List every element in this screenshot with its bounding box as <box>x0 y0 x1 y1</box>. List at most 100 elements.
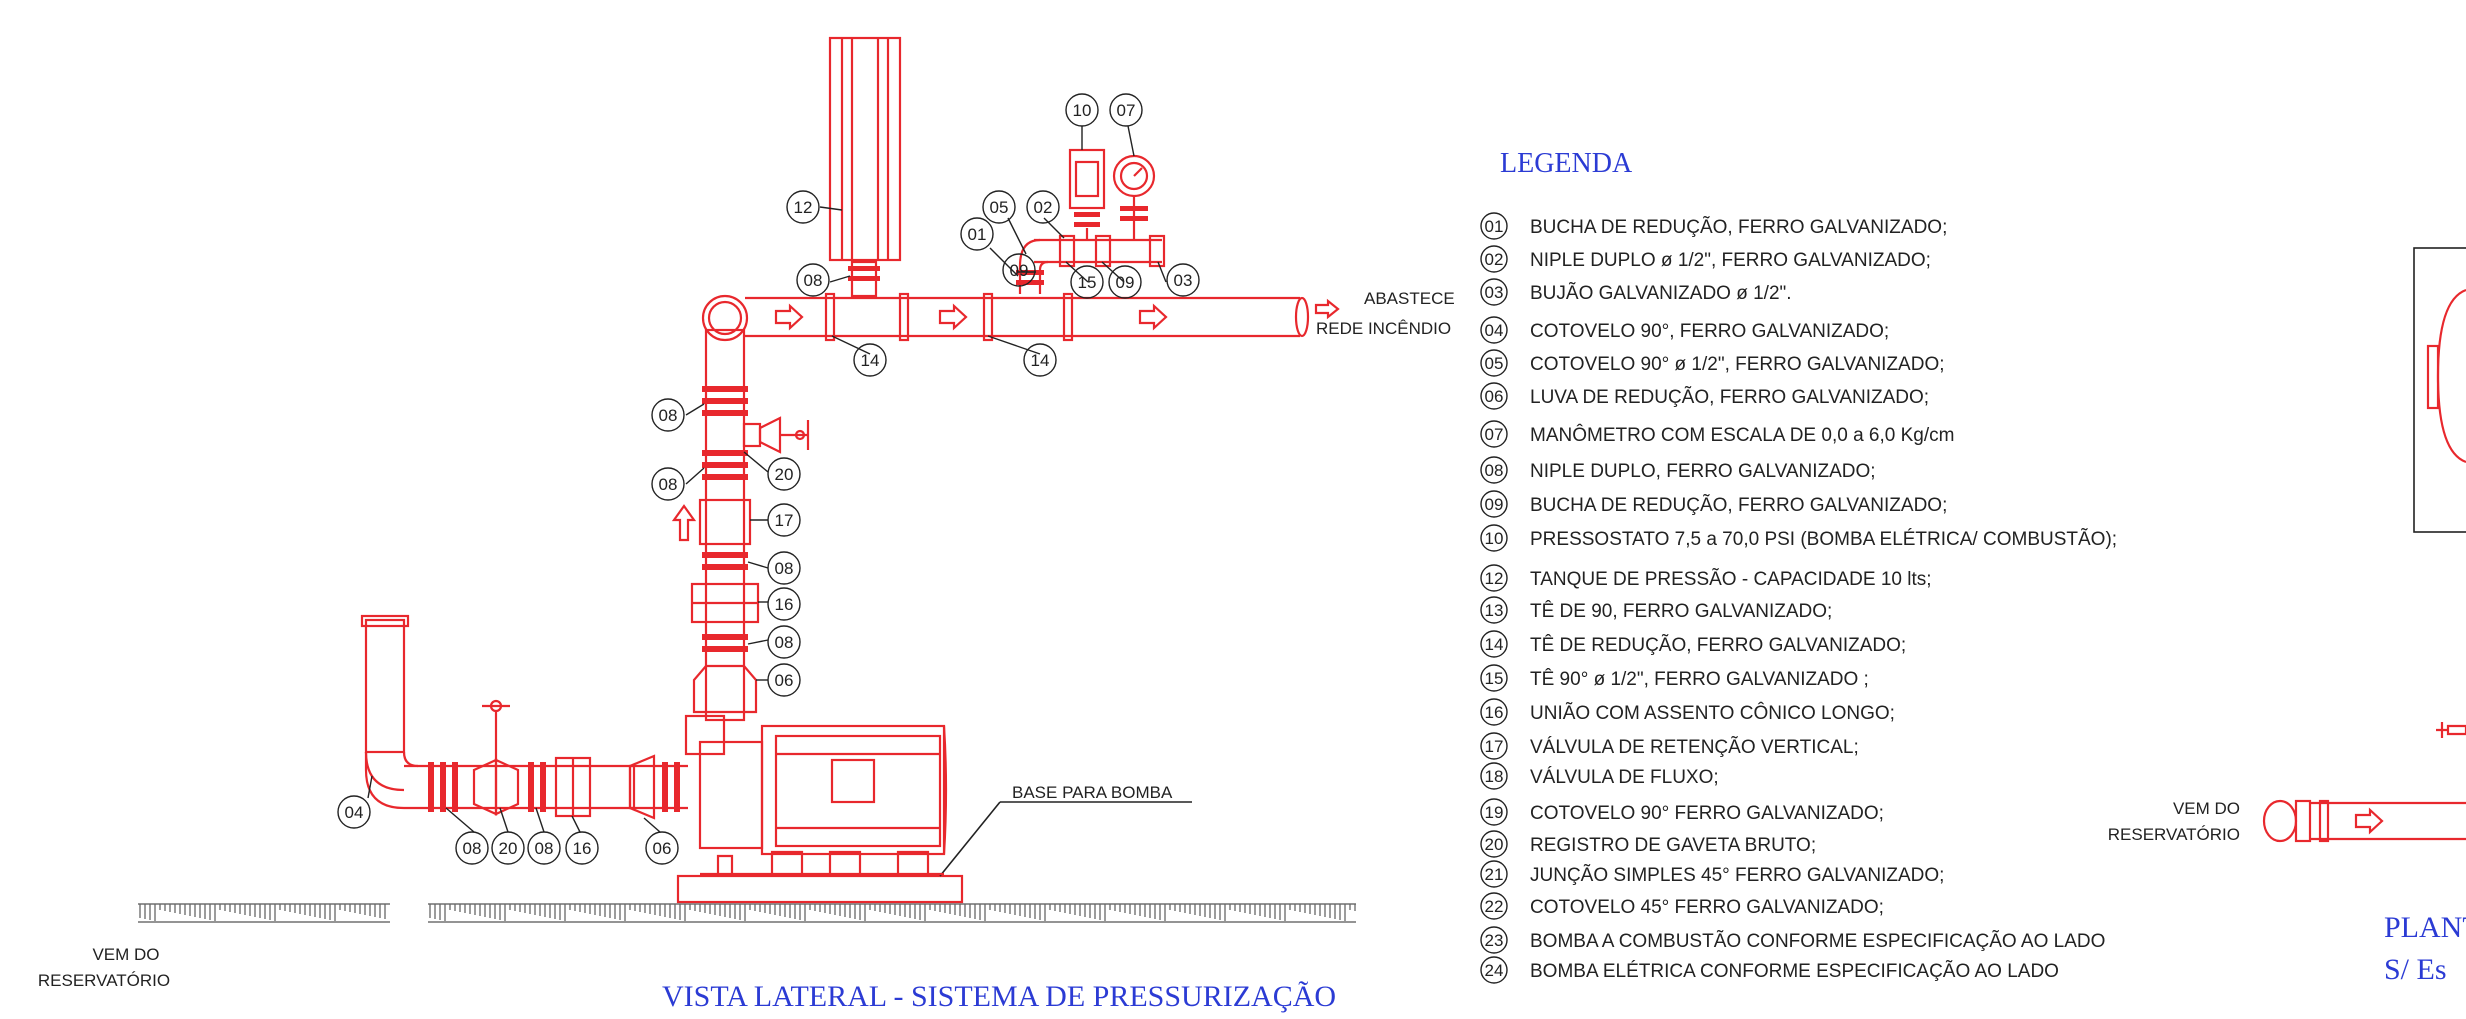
legend-item: 16 UNIÃO COM ASSENTO CÔNICO LONGO; <box>1480 698 1895 726</box>
rede-incendio-label: REDE INCÊNDIO <box>1316 319 1451 338</box>
legend-item-text: COTOVELO 45° FERRO GALVANIZADO; <box>1530 897 1884 918</box>
bubble-08: 08 <box>659 406 678 425</box>
legend-item-text: UNIÃO COM ASSENTO CÔNICO LONGO; <box>1530 702 1895 724</box>
bubble-12: 12 <box>794 198 813 217</box>
plan-reservoir-label-2: RESERVATÓRIO <box>2108 825 2240 844</box>
legend-item-number: 22 <box>1485 897 1504 916</box>
legend-item: 24 BOMBA ELÉTRICA CONFORME ESPECIFICAÇÃO … <box>1480 956 2059 984</box>
legend-item: 06 LUVA DE REDUÇÃO, FERRO GALVANIZADO; <box>1480 382 1929 410</box>
legend-item-number: 24 <box>1485 961 1504 980</box>
legend-item-bubble <box>1480 630 1508 658</box>
bubble-20: 20 <box>499 839 518 858</box>
plan-view <box>2262 247 2466 843</box>
callout-bubbles <box>337 93 1200 865</box>
legend-item-number: 17 <box>1485 737 1504 756</box>
legend-item-text: JUNÇÃO SIMPLES 45° FERRO GALVANIZADO; <box>1530 864 1944 886</box>
pump-base <box>676 801 1192 904</box>
abastece-label: ABASTECE <box>1364 289 1455 308</box>
legend-item-bubble <box>1480 860 1508 888</box>
legend-item-text: NIPLE DUPLO ø 1/2", FERRO GALVANIZADO; <box>1530 250 1931 271</box>
legend-item-number: 04 <box>1485 321 1504 340</box>
legend-item-text: NIPLE DUPLO, FERRO GALVANIZADO; <box>1530 461 1876 482</box>
legend-item-text: TÊ DE REDUÇÃO, FERRO GALVANIZADO; <box>1530 634 1906 656</box>
legend-item: 13 TÊ DE 90, FERRO GALVANIZADO; <box>1480 596 1832 624</box>
legend-item: 20 REGISTRO DE GAVETA BRUTO; <box>1480 830 1816 858</box>
legend-item-text: VÁLVULA DE FLUXO; <box>1530 767 1719 788</box>
legend-item-bubble <box>1480 732 1508 760</box>
bubble-06: 06 <box>653 839 672 858</box>
legend-item-text: COTOVELO 90° ø 1/2", FERRO GALVANIZADO; <box>1530 354 1945 375</box>
pressure-tank <box>828 36 902 298</box>
legend-item-bubble <box>1480 382 1508 410</box>
legend-item-bubble <box>1480 596 1508 624</box>
legend-item-bubble <box>1480 564 1508 592</box>
plan-reservoir-label-1: VEM DO <box>2173 799 2240 818</box>
legend-item-number: 13 <box>1485 601 1504 620</box>
legend-item-number: 20 <box>1485 835 1504 854</box>
legend-item-number: 19 <box>1485 803 1504 822</box>
pump <box>684 714 948 876</box>
legend-item-number: 01 <box>1485 217 1504 236</box>
legend-item-bubble <box>1480 490 1508 518</box>
legend-item-number: 05 <box>1485 354 1504 373</box>
legend-item-number: 16 <box>1485 703 1504 722</box>
legend-item-bubble <box>1480 349 1508 377</box>
vertical-riser <box>671 294 810 722</box>
bubble-01: 01 <box>968 225 987 244</box>
legend-item: 17 VÁLVULA DE RETENÇÃO VERTICAL; <box>1480 732 1859 760</box>
legend-item-bubble <box>1480 524 1508 552</box>
legend-item-text: TÊ 90° ø 1/2", FERRO GALVANIZADO ; <box>1530 668 1869 690</box>
legend-list: 01 BUCHA DE REDUÇÃO, FERRO GALVANIZADO; 02… <box>1480 212 2117 984</box>
legend-item-bubble <box>1480 798 1508 826</box>
drawing-title: VISTA LATERAL - SISTEMA DE PRESSURIZAÇÃO <box>662 980 1336 1013</box>
legend-item-text: VÁLVULA DE RETENÇÃO VERTICAL; <box>1530 736 1859 758</box>
legend-item-number: 07 <box>1485 425 1504 444</box>
legend-item-bubble <box>1480 212 1508 240</box>
legend-item-number: 03 <box>1485 283 1504 302</box>
bubble-08: 08 <box>535 839 554 858</box>
legend-item: 08 NIPLE DUPLO, FERRO GALVANIZADO; <box>1480 456 1876 484</box>
legend-item: 01 BUCHA DE REDUÇÃO, FERRO GALVANIZADO; <box>1480 212 1947 240</box>
legend-item-bubble <box>1480 278 1508 306</box>
legend-item-number: 10 <box>1485 529 1504 548</box>
legend-item-number: 09 <box>1485 495 1504 514</box>
bubble-03: 03 <box>1174 271 1193 290</box>
reservoir-label-1: VEM DO <box>92 945 159 964</box>
legend-item-text: BOMBA ELÉTRICA CONFORME ESPECIFICAÇÃO AO… <box>1530 960 2059 982</box>
legend-item-text: TÊ DE 90, FERRO GALVANIZADO; <box>1530 600 1832 622</box>
legend-item-bubble <box>1480 698 1508 726</box>
suction-line <box>360 614 688 820</box>
bubble-17: 17 <box>775 511 794 530</box>
legend-item-number: 08 <box>1485 461 1504 480</box>
bubble-04: 04 <box>345 803 364 822</box>
reservoir-label-2: RESERVATÓRIO <box>38 971 170 990</box>
bubble-08: 08 <box>804 271 823 290</box>
bubble-08: 08 <box>775 633 794 652</box>
legend-item: 10 PRESSOSTATO 7,5 a 70,0 PSI (BOMBA ELÉT… <box>1480 524 2117 552</box>
bubble-02: 02 <box>1034 198 1053 217</box>
legend-item-text: LUVA DE REDUÇÃO, FERRO GALVANIZADO; <box>1530 386 1929 408</box>
legend-item-number: 23 <box>1485 931 1504 950</box>
legend-item-text: PRESSOSTATO 7,5 a 70,0 PSI (BOMBA ELÉTRI… <box>1530 528 2117 550</box>
legend-item-bubble <box>1480 456 1508 484</box>
legend-item-number: 06 <box>1485 387 1504 406</box>
legend-item-text: COTOVELO 90°, FERRO GALVANIZADO; <box>1530 321 1889 342</box>
legend-item-text: REGISTRO DE GAVETA BRUTO; <box>1530 835 1816 856</box>
bubble-08: 08 <box>659 475 678 494</box>
legend-item-bubble <box>1480 830 1508 858</box>
bubble-16: 16 <box>775 595 794 614</box>
bubble-06: 06 <box>775 671 794 690</box>
legend-item-text: BUCHA DE REDUÇÃO, FERRO GALVANIZADO; <box>1530 216 1947 238</box>
plan-title-2: S/ Es <box>2384 953 2447 986</box>
legend-item-bubble <box>1480 762 1508 790</box>
legend-item-bubble <box>1480 420 1508 448</box>
